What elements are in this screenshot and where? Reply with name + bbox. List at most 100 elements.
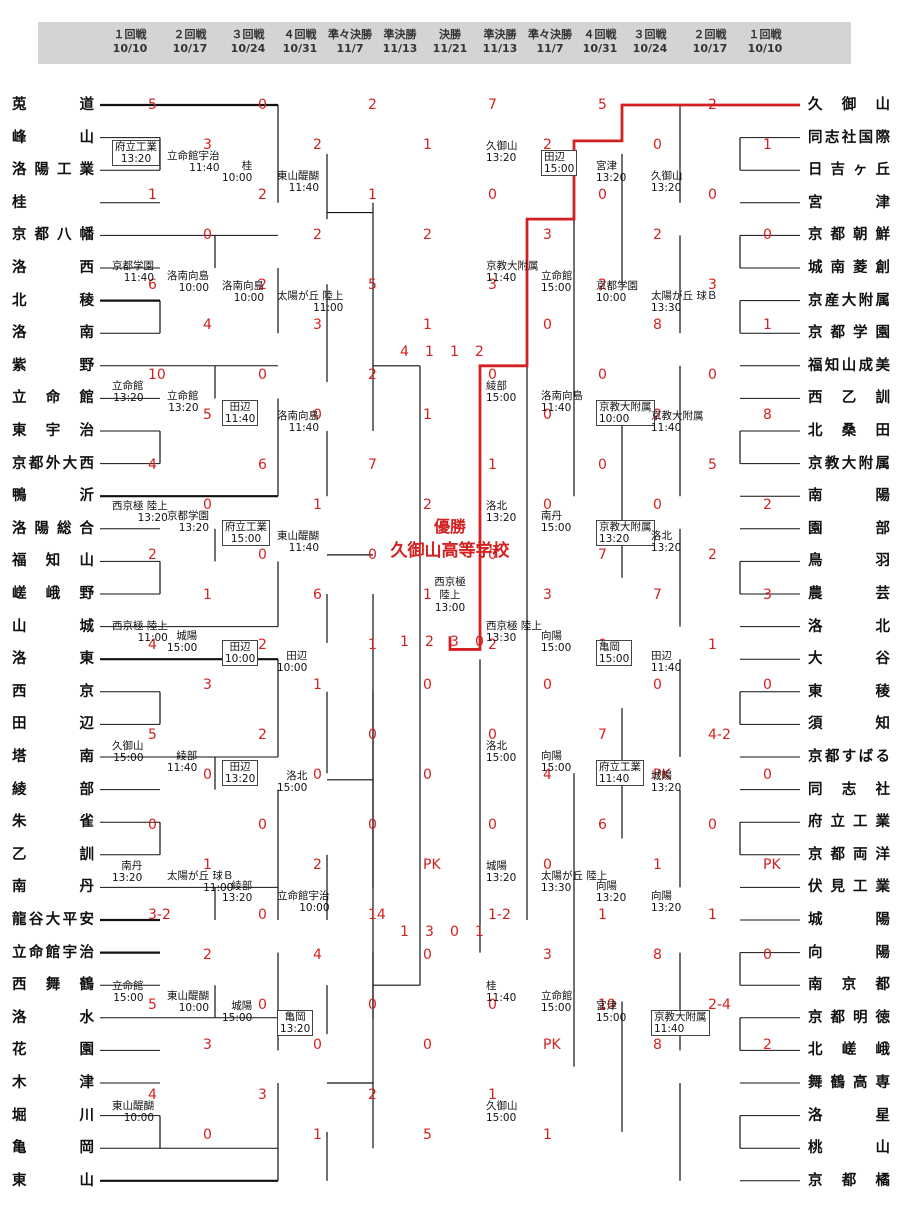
venue-name: 京都学園: [596, 280, 638, 292]
round-date: 10/31: [582, 42, 618, 55]
right-score: 0: [763, 677, 772, 693]
right-score: 0: [763, 227, 772, 243]
right-team: 須知: [808, 716, 890, 733]
left-score: 1: [423, 407, 432, 423]
venue-name: 府立工業: [115, 141, 157, 153]
venue-time: 13:20: [651, 182, 682, 194]
venue-name: 太陽が丘 陸上: [277, 290, 344, 302]
left-team: 紫野: [12, 357, 94, 374]
right-score: 3: [543, 947, 552, 963]
right-team: 桃山: [808, 1140, 890, 1157]
venue-time: 13:20: [651, 902, 682, 914]
venue-time: 13:30: [486, 632, 517, 644]
left-team: 洛陽総合: [12, 520, 94, 537]
left-team: 北稜: [12, 292, 94, 309]
right-score: 2: [708, 547, 717, 563]
center-score: 3: [425, 924, 434, 940]
right-score: 0: [708, 187, 717, 203]
venue-name: 東山醍醐: [167, 990, 209, 1002]
venue-time: 11:40: [288, 182, 319, 194]
right-team: 京産大附属: [808, 292, 890, 309]
venue-time: 11:40: [541, 402, 572, 414]
venue-time: 13:20: [599, 533, 630, 545]
venue-time: 13:20: [651, 542, 682, 554]
right-team: 農芸: [808, 586, 890, 602]
round-date: 10/10: [747, 42, 783, 55]
venue-time: 11:40: [288, 422, 319, 434]
venue-time: 11:40: [288, 542, 319, 554]
venue-name: 立命館: [167, 390, 199, 402]
venue-name: 宮津: [596, 160, 617, 172]
right-score: 2-4: [708, 997, 731, 1013]
left-team: 乙訓: [12, 846, 94, 863]
left-team: 綾部: [12, 781, 94, 798]
left-team: 亀岡: [12, 1140, 94, 1157]
venue-name: 綾部: [486, 380, 507, 392]
right-score: 0: [488, 727, 497, 743]
right-score: 0: [708, 367, 717, 383]
round-date: 10/31: [282, 42, 318, 55]
venue-name: 京都学園: [112, 260, 154, 272]
venue-name: 京教大附属: [654, 1011, 707, 1023]
right-score: 2: [598, 277, 607, 293]
left-score: 2: [313, 227, 322, 243]
left-score: 2: [368, 1087, 377, 1103]
left-score: 2: [258, 187, 267, 203]
right-score: 1: [488, 457, 497, 473]
left-score: 0: [423, 1037, 432, 1053]
venue-name: 南丹: [541, 510, 562, 522]
venue-name: 城陽: [176, 630, 198, 642]
round-date: 10/24: [230, 42, 266, 55]
center-score: 1: [475, 924, 484, 940]
venue-name: 京教大附属: [599, 401, 652, 413]
right-score: 0: [543, 677, 552, 693]
center-score: 4: [400, 344, 409, 360]
center-score: 0: [450, 924, 459, 940]
venue-time: 15:00: [544, 163, 575, 175]
venue-name: 田辺: [651, 650, 672, 662]
center-score: 1: [425, 344, 434, 360]
venue-name: 南丹: [121, 860, 143, 872]
left-score: 2: [368, 97, 377, 113]
left-score: 2: [313, 137, 322, 153]
venue-time: 13:30: [651, 302, 682, 314]
left-team: 洛西: [12, 260, 94, 276]
left-score: 1: [423, 317, 432, 333]
left-team: 花園: [12, 1042, 94, 1059]
round-name: １回戦: [748, 28, 782, 41]
right-team: 北嵯峨: [808, 1042, 890, 1059]
left-score: 2: [423, 227, 432, 243]
left-score: 7: [368, 457, 377, 473]
venue-time: 15:00: [113, 992, 144, 1004]
left-score: 1: [368, 637, 377, 653]
left-team: 東山: [12, 1172, 94, 1189]
left-team: 洛水: [12, 1009, 94, 1026]
right-score: 8: [653, 317, 662, 333]
venue-name: 田辺: [229, 641, 251, 653]
left-score: 10: [148, 367, 166, 383]
left-team: 莵道: [12, 97, 94, 113]
left-team: 桂: [12, 194, 27, 211]
left-score: 2: [258, 637, 267, 653]
right-team: 洛星: [808, 1107, 890, 1124]
